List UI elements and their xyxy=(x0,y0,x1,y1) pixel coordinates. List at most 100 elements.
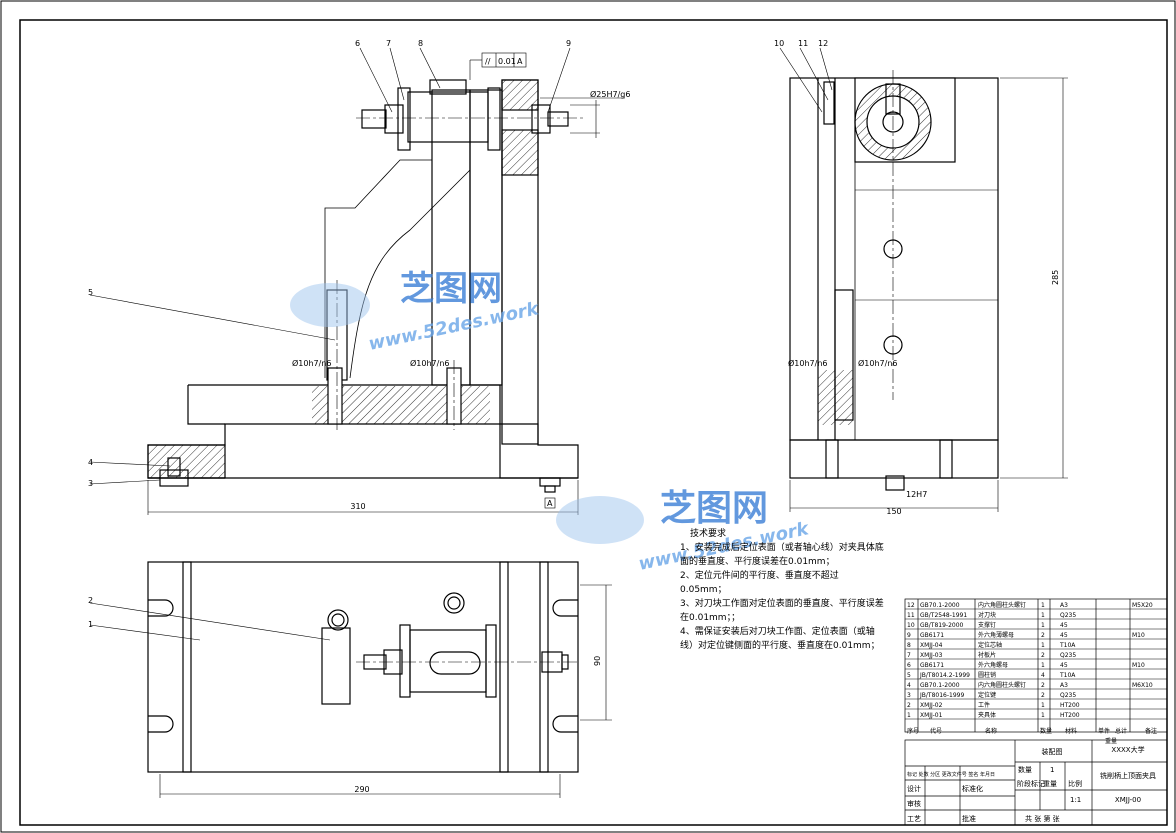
bom-cell-code: JB/T8014.2-1999 xyxy=(919,672,970,679)
balloon-1: 1 xyxy=(88,620,93,629)
fit-pin-left-1: Ø10h7/n6 xyxy=(292,358,332,368)
requirement-3: 3、对刀块工作面对定位表面的垂直度、平行度误差在0.01mm；； xyxy=(680,599,884,623)
bom-cell-qty: 1 xyxy=(1041,702,1045,709)
bom-cell-no: 1 xyxy=(907,712,911,719)
dim-plan-height: 90 xyxy=(593,656,602,666)
bom-cell-no: 12 xyxy=(907,602,915,609)
bom-cell-code: GB6171 xyxy=(920,662,944,669)
plan-dimensions xyxy=(89,584,612,798)
bom-cell-code: GB/T2548-1991 xyxy=(920,612,967,619)
scale-value: 1:1 xyxy=(1070,796,1081,804)
bom-cell-qty: 1 xyxy=(1041,642,1045,649)
bom-header-qty: 数量 xyxy=(1040,727,1052,735)
bom-cell-qty: 1 xyxy=(1041,662,1045,669)
bom-cell-qty: 2 xyxy=(1041,632,1045,639)
watermark-brand-1: 芝图网 xyxy=(400,269,502,309)
qty-value: 1 xyxy=(1050,766,1054,774)
bom-cell-no: 7 xyxy=(907,652,911,659)
bom-cell-no: 2 xyxy=(907,702,911,709)
bom-cell-qty: 1 xyxy=(1041,612,1045,619)
balloon-5: 5 xyxy=(88,288,93,297)
bom-cell-name: 外六角薄螺母 xyxy=(978,631,1014,639)
datum-label: A xyxy=(547,499,553,508)
bom-header-note: 备注 xyxy=(1145,727,1157,735)
bom-cell-code: GB70.1-2000 xyxy=(920,602,960,609)
bom-cell-qty: 2 xyxy=(1041,692,1045,699)
bom-cell-mat: HT200 xyxy=(1060,712,1080,719)
bom-cell-name: 圆柱销 xyxy=(978,671,996,679)
technical-requirements: 技术要求 1、安装完成后定位表面（或者轴心线）对夹具体底面的垂直度、平行度误差在… xyxy=(680,527,885,653)
balloon-6: 6 xyxy=(355,39,360,48)
sheet-label: 共 张 第 张 xyxy=(1025,814,1060,823)
bom-cell-name: 夹具体 xyxy=(978,711,996,719)
requirement-1: 1、安装完成后定位表面（或者轴心线）对夹具体底面的垂直度、平行度误差在0.01m… xyxy=(680,543,884,567)
drawing-type: 装配图 xyxy=(1042,747,1063,756)
balloon-3: 3 xyxy=(88,479,93,488)
balloon-9: 9 xyxy=(566,39,571,48)
bom-cell-name: 外六角螺母 xyxy=(978,661,1008,669)
bom-cell-name: 内六角圆柱头螺钉 xyxy=(978,681,1026,689)
side-view xyxy=(789,70,999,491)
bom-header-unit_wt: 单件 xyxy=(1098,727,1110,735)
bom-cell-qty: 4 xyxy=(1041,672,1045,679)
bom-cell-note: M6X10 xyxy=(1132,682,1153,689)
standard-label: 标准化 xyxy=(962,784,983,793)
bom-cell-no: 8 xyxy=(907,642,911,649)
drawing-title: 铣削柄上顶面夹具 xyxy=(1100,771,1156,780)
dim-bore-fit: Ø25H7/g6 xyxy=(590,89,630,99)
bom-cell-mat: Q235 xyxy=(1060,692,1076,699)
bom-header-name: 名称 xyxy=(985,727,997,735)
plan-labels: 290 90 2 1 xyxy=(88,596,602,794)
dim-front-width: 310 xyxy=(350,502,365,511)
bom-cell-name: 对刀块 xyxy=(978,611,996,619)
balloon-10: 10 xyxy=(774,39,784,48)
bom-header-no: 序号 xyxy=(907,727,919,735)
bom-table xyxy=(904,598,1168,733)
dim-plan-width: 290 xyxy=(354,785,369,794)
front-view xyxy=(147,79,585,493)
bom-cell-name: 内六角圆柱头螺钉 xyxy=(978,601,1026,609)
bom-header-weight: 重量 xyxy=(1105,737,1117,745)
process-label: 工艺 xyxy=(907,815,921,823)
drawing-number: XMJJ-00 xyxy=(1115,796,1141,804)
tol-datum: A xyxy=(517,57,523,66)
bom-cell-note: M10 xyxy=(1132,662,1145,669)
title-block-text: 装配图 XXXX大学 铣削柄上顶面夹具 XMJJ-00 数量 1 比例 1:1 … xyxy=(907,745,1156,823)
bom-cell-mat: 45 xyxy=(1060,662,1068,669)
revision-label: 标记 处数 分区 更改文件号 签名 年月日 xyxy=(907,771,995,778)
bom-cell-no: 9 xyxy=(907,632,911,639)
check-label: 审核 xyxy=(907,799,921,808)
balloon-2: 2 xyxy=(88,596,93,605)
bom-cell-code: JB/T8016-1999 xyxy=(919,692,964,699)
bom-cell-mat: Q235 xyxy=(1060,612,1076,619)
watermark-1: 芝图网 www.52des.work xyxy=(290,269,541,355)
bom-header-mat: 材料 xyxy=(1065,727,1077,735)
bom-cell-mat: T10A xyxy=(1059,672,1076,679)
approve-label: 批准 xyxy=(962,814,976,823)
bom-cell-no: 4 xyxy=(907,682,911,689)
requirement-2: 2、定位元件间的平行度、垂直度不超过0.05mm； xyxy=(680,571,839,595)
bom-cell-note: M5X20 xyxy=(1132,602,1153,609)
side-labels: 285 150 12H7 Ø10h7/n6 Ø10h7/n6 10 11 12 xyxy=(774,39,1060,516)
bom-cell-name: 支撑钉 xyxy=(978,621,996,629)
requirement-4: 4、需保证安装后对刀块工作面、定位表面（或轴线）对定位键侧面的平行度、垂直度在0… xyxy=(680,627,880,651)
dim-side-width: 150 xyxy=(886,507,901,516)
bom-cell-code: GB70.1-2000 xyxy=(920,682,960,689)
bom-cell-no: 6 xyxy=(907,662,911,669)
bom-cell-name: 工件 xyxy=(978,701,990,709)
balloon-12: 12 xyxy=(818,39,828,48)
fit-key: 12H7 xyxy=(906,490,927,499)
bom-header-total_wt: 总计 xyxy=(1115,727,1127,735)
bom-cell-code: XMJJ-02 xyxy=(920,702,943,709)
bom-cell-qty: 1 xyxy=(1041,712,1045,719)
bom-cell-code: GB/T819-2000 xyxy=(920,622,964,629)
bom-cell-mat: Q235 xyxy=(1060,652,1076,659)
bom-cell-name: 定位键 xyxy=(978,691,996,699)
bom-cell-mat: A3 xyxy=(1060,682,1068,689)
bom-cell-no: 3 xyxy=(907,692,911,699)
fit-pin-right-1: Ø10h7/n6 xyxy=(788,358,828,368)
plan-view xyxy=(147,561,579,773)
balloon-8: 8 xyxy=(418,39,423,48)
